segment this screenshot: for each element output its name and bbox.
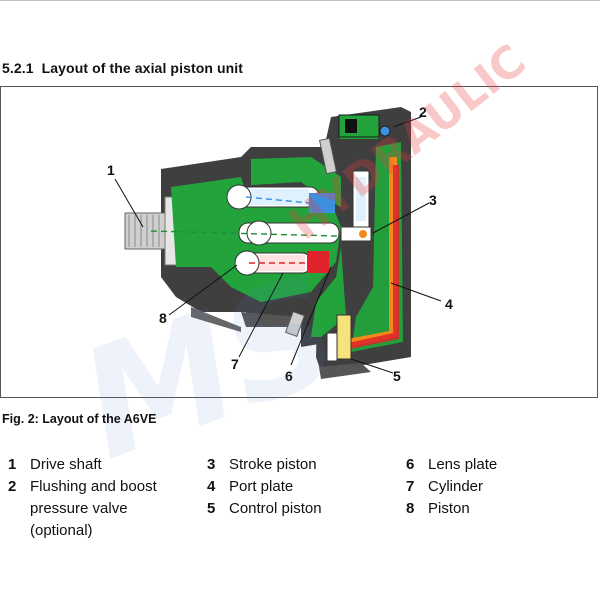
leader-lines: [114, 116, 442, 374]
legend-item: 8 Piston: [406, 498, 591, 520]
section-number: 5.2.1: [2, 60, 34, 76]
legend-number: 8: [406, 500, 415, 517]
legend-column-1: 1 Drive shaft 2 Flushing and boost press…: [8, 454, 193, 542]
callout-2: 2: [419, 104, 427, 120]
legend-item: 7 Cylinder: [406, 476, 591, 498]
legend-item: 6 Lens plate: [406, 454, 591, 476]
callout-4: 4: [445, 296, 453, 312]
legend-number: 5: [207, 500, 216, 517]
figure-frame: 1 2 3 4 5 6 7 8: [0, 86, 598, 398]
top-divider: [0, 0, 600, 1]
legend-label: Stroke piston: [229, 456, 317, 473]
legend-label: Flushing and boost pressure valve (optio…: [30, 478, 157, 539]
figure-caption: Fig. 2: Layout of the A6VE: [2, 412, 157, 426]
legend-label: Port plate: [229, 478, 294, 495]
callout-8: 8: [159, 310, 167, 326]
legend-item: 5 Control piston: [207, 498, 392, 520]
legend-number: 2: [8, 478, 17, 495]
stroke-piston: [340, 226, 372, 242]
legend-item: 3 Stroke piston: [207, 454, 392, 476]
legend-item: 2 Flushing and boost pressure valve (opt…: [8, 476, 193, 542]
port-plate: [337, 157, 399, 351]
callout-3: 3: [429, 192, 437, 208]
section-title: Layout of the axial piston unit: [41, 60, 244, 76]
legend-number: 3: [207, 456, 216, 473]
legend-label: Drive shaft: [30, 456, 102, 473]
legend-item: 1 Drive shaft: [8, 454, 193, 476]
callout-5: 5: [393, 368, 401, 384]
legend-label: Cylinder: [428, 478, 484, 495]
legend-number: 7: [406, 478, 415, 495]
legend-label: Piston: [428, 500, 470, 517]
legend-label: Lens plate: [428, 456, 498, 473]
fittings: [284, 137, 338, 338]
control-piston: [326, 314, 352, 362]
legend-column-2: 3 Stroke piston 4 Port plate 5 Control p…: [207, 454, 392, 520]
axis-lines: [150, 196, 374, 264]
callout-1: 1: [107, 162, 115, 178]
pump-cross-section-drawing: [114, 107, 442, 379]
legend-number: 4: [207, 478, 216, 495]
piston-heads: [226, 184, 272, 276]
section-heading: 5.2.1 Layout of the axial piston unit: [2, 60, 243, 76]
legend-item: 4 Port plate: [207, 476, 392, 498]
legend-column-3: 6 Lens plate 7 Cylinder 8 Piston: [406, 454, 591, 520]
legend-number: 1: [8, 456, 17, 473]
legend-label: Control piston: [229, 500, 322, 517]
legend-number: 6: [406, 456, 415, 473]
flushing-valve: [338, 114, 391, 138]
callout-6: 6: [285, 368, 293, 384]
callout-7: 7: [231, 356, 239, 372]
